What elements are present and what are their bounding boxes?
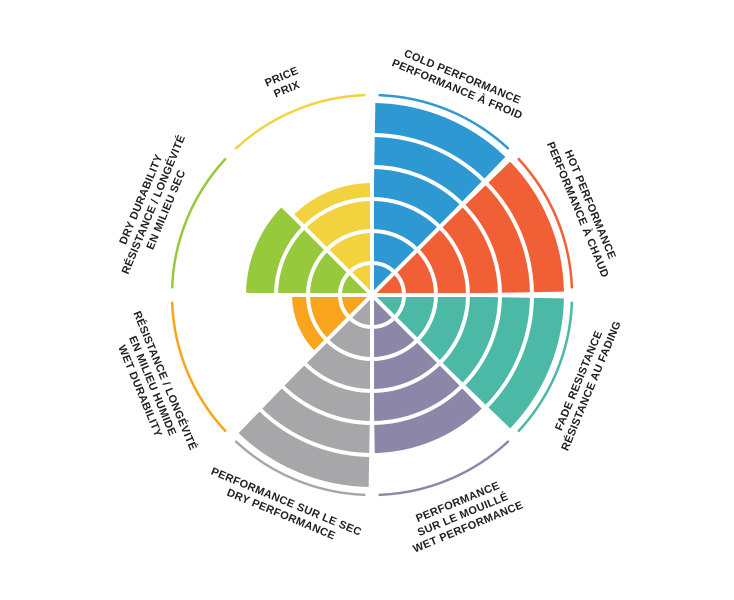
sector-max-arc-wet-durability [170,301,227,433]
sector-max-arc-wet-performance [378,440,510,497]
sector-fill-price [294,183,372,295]
sector-max-arc-fade-resistance [517,301,574,433]
sector-fill-wet-durability [292,295,372,351]
sector-separator [224,147,374,297]
sector-label-wet-durability: RÉSISTANCE / LONGÉVITÉEN MILIEU HUMIDEWE… [106,309,200,462]
sector-label-price: PRICEPRIX [263,65,305,102]
sector-label-dry-durability: DRY DURABILITYRÉSISTANCE / LONGÉVITÉEN M… [107,128,200,281]
sector-max-arc-dry-durability [170,157,227,289]
sector-fill-fade-resistance [372,295,564,429]
sector-separator [224,293,374,443]
sector-separator [370,147,520,297]
sector-separator [370,293,520,443]
sector-max-arc-price [234,93,366,150]
sector-max-arc-cold-performance [378,93,510,150]
sector-max-arc-hot-performance [517,157,574,289]
sector-max-arc-dry-performance [234,440,366,497]
sector-fill-hot-performance [372,161,564,295]
sector-fill-cold-performance [372,103,506,295]
sector-fill-dry-durability [244,206,372,295]
center-hub [367,290,377,300]
sector-label-wet-performance: PERFORMANCESUR LE MOUILLÉWET PERFORMANCE [401,474,525,555]
sector-fill-dry-performance [238,295,372,487]
